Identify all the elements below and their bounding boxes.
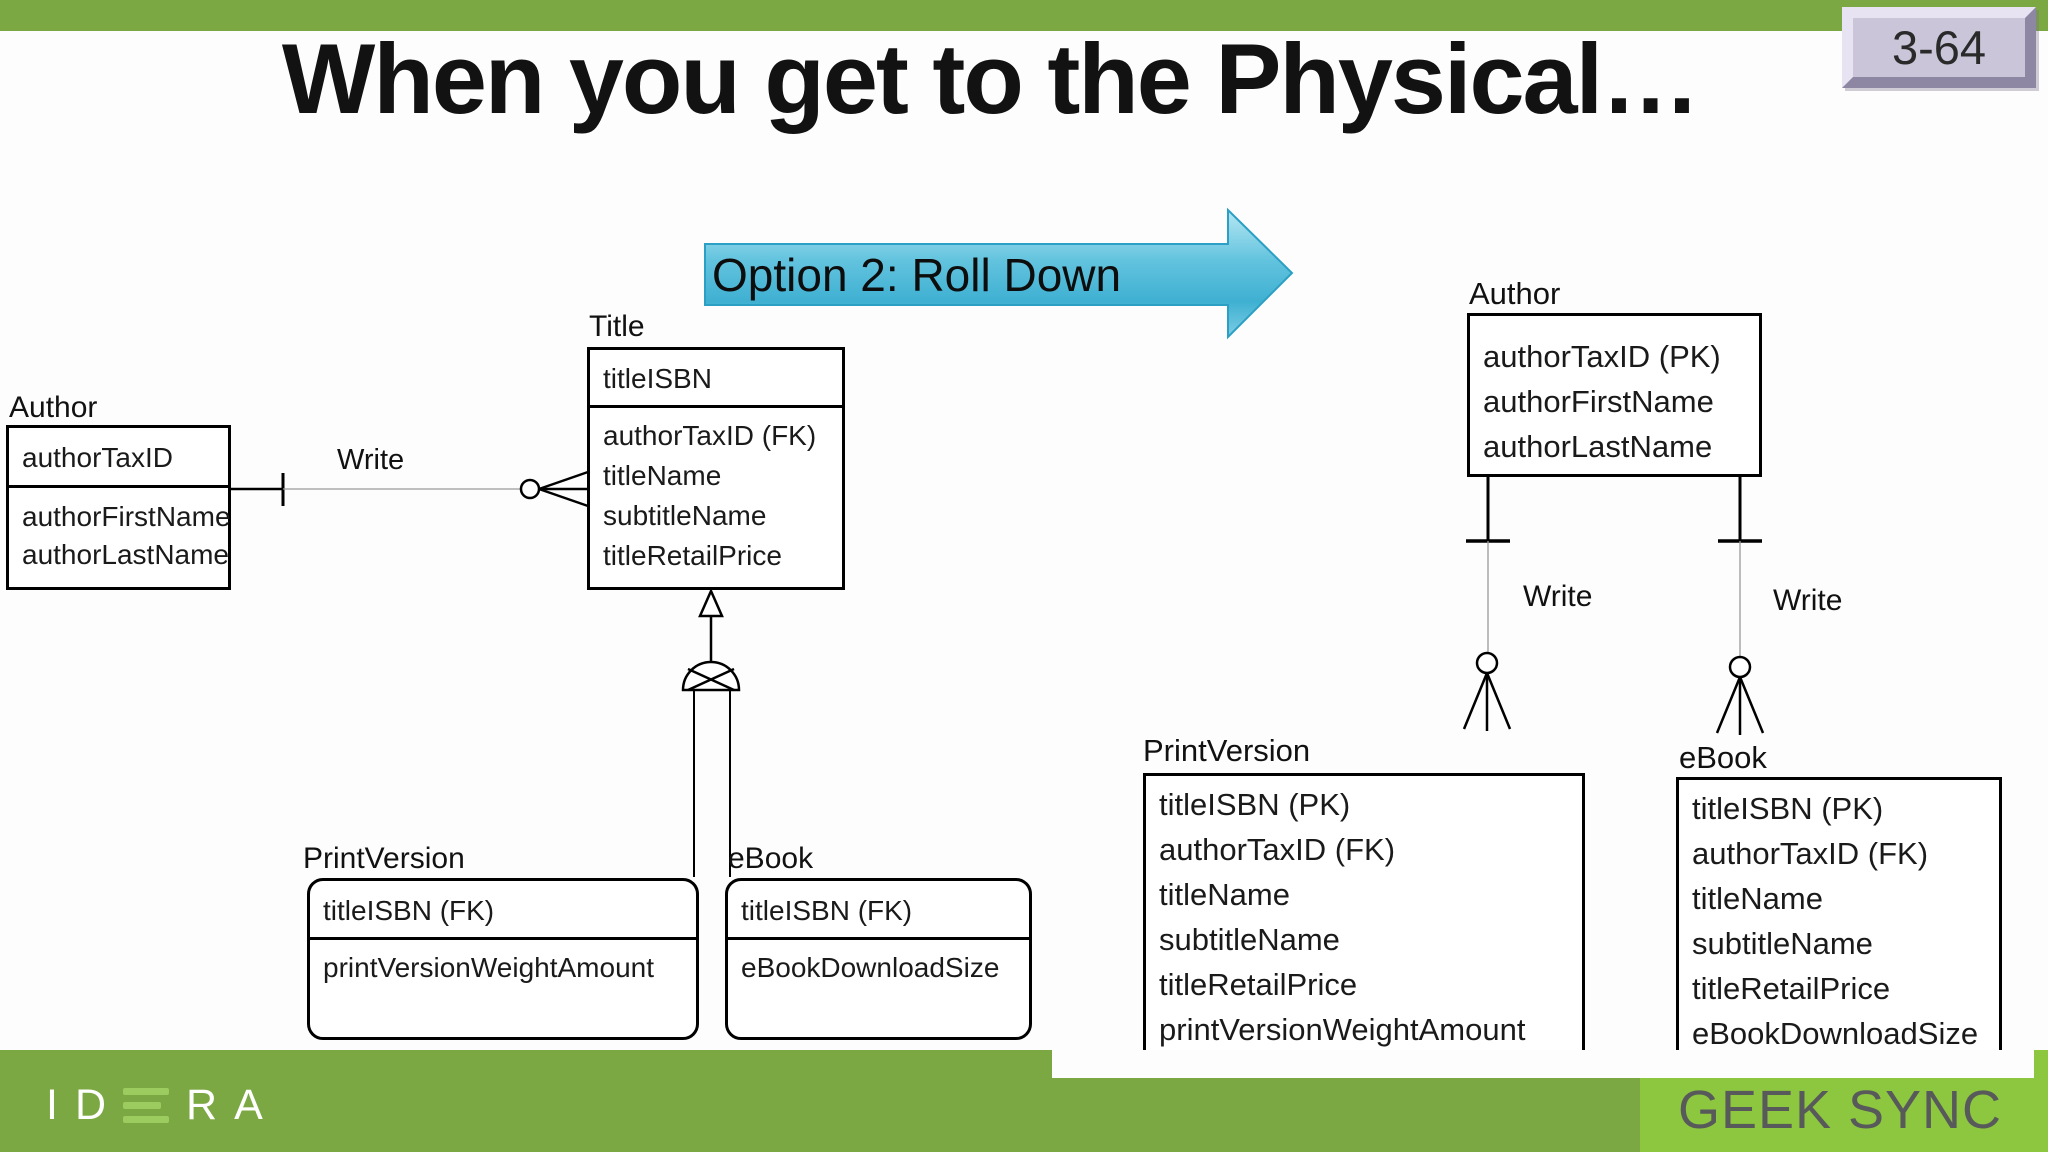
attribute: titleRetailPrice bbox=[1159, 967, 1358, 1002]
entity-title: titleISBN authorTaxID (FK) titleName sub… bbox=[587, 347, 845, 590]
entity-label-title: Title bbox=[589, 310, 645, 343]
ebook-key-section: titleISBN (FK) bbox=[728, 881, 1029, 940]
entity-ebook-physical: titleISBN (PK) authorTaxID (FK) titleNam… bbox=[1676, 777, 2002, 1075]
idera-letter: D bbox=[74, 1080, 107, 1129]
top-accent-bar bbox=[0, 0, 2048, 31]
entity-author-physical: authorTaxID (PK) authorFirstName authorL… bbox=[1467, 313, 1762, 477]
geek-sync-logo: GEEK SYNC bbox=[1677, 1080, 2003, 1140]
attribute: titleISBN (PK) bbox=[1159, 787, 1351, 822]
idera-letter: R bbox=[186, 1080, 218, 1129]
attribute: authorLastName bbox=[1483, 429, 1713, 464]
author-key-section: authorTaxID bbox=[9, 428, 228, 488]
ebook-attr-section: eBookDownloadSize bbox=[728, 940, 1029, 988]
entity-ebook: titleISBN (FK) eBookDownloadSize bbox=[725, 878, 1032, 1040]
attribute: authorTaxID (PK) bbox=[1483, 339, 1721, 374]
printversion-attr-section: printVersionWeightAmount bbox=[310, 940, 696, 988]
entity-label-ebook: eBook bbox=[728, 842, 814, 875]
author-attr-section: authorFirstName authorLastName bbox=[9, 488, 231, 574]
attribute: authorLastName bbox=[22, 539, 230, 570]
attribute: titleName bbox=[1692, 881, 1823, 916]
ebook-physical-attrs: titleISBN (PK) authorTaxID (FK) titleNam… bbox=[1679, 780, 1999, 1056]
idera-letter: A bbox=[234, 1080, 263, 1129]
entity-printversion-physical: titleISBN (PK) authorTaxID (FK) titleNam… bbox=[1143, 773, 1585, 1078]
relationship-label-write-right: Write bbox=[1773, 584, 1843, 617]
banner-label: Option 2: Roll Down bbox=[712, 249, 1122, 301]
attribute: authorFirstName bbox=[22, 501, 231, 532]
title-attr-section: authorTaxID (FK) titleName subtitleName … bbox=[590, 408, 842, 576]
entity-author: authorTaxID authorFirstName authorLastNa… bbox=[6, 425, 231, 590]
attribute: authorFirstName bbox=[1483, 384, 1714, 419]
right-write-right-line bbox=[1715, 477, 1765, 735]
attribute: printVersionWeightAmount bbox=[323, 952, 654, 983]
slide-number: 3-64 bbox=[1891, 21, 1987, 74]
attribute: titleName bbox=[1159, 877, 1290, 912]
footer-white-notch bbox=[1052, 1050, 2034, 1078]
right-write-left-line bbox=[1462, 477, 1512, 731]
attribute: titleRetailPrice bbox=[1692, 971, 1891, 1006]
attribute: authorTaxID (FK) bbox=[1692, 836, 1929, 871]
title-key-section: titleISBN bbox=[590, 350, 842, 408]
attribute: authorTaxID bbox=[22, 442, 173, 473]
attribute: subtitleName bbox=[1692, 926, 1873, 961]
attribute: eBookDownloadSize bbox=[741, 952, 1000, 983]
attribute: printVersionWeightAmount bbox=[1159, 1012, 1526, 1047]
relationship-label-write-left: Write bbox=[1523, 580, 1593, 613]
geek-sync-block-corner bbox=[2034, 1050, 2048, 1078]
relationship-label-write: Write bbox=[337, 444, 405, 476]
entity-label-printversion: PrintVersion bbox=[303, 842, 465, 875]
attribute: subtitleName bbox=[1159, 922, 1340, 957]
idera-logo: I D R A bbox=[46, 1081, 280, 1129]
idera-letter: I bbox=[46, 1080, 58, 1129]
subtype-connector bbox=[681, 587, 741, 877]
page-title: When you get to the Physical… bbox=[281, 23, 1700, 134]
geek-sync-block bbox=[1640, 1078, 2048, 1152]
entity-label-author: Author bbox=[9, 391, 98, 424]
entity-printversion: titleISBN (FK) printVersionWeightAmount bbox=[307, 878, 699, 1040]
banner-arrow bbox=[704, 207, 1294, 340]
attribute: titleISBN bbox=[603, 363, 712, 394]
printversion-key-section: titleISBN (FK) bbox=[310, 881, 696, 940]
slide-number-badge: 3-64 bbox=[1842, 7, 2036, 88]
attribute: subtitleName bbox=[603, 500, 767, 531]
attribute: titleISBN (PK) bbox=[1692, 791, 1884, 826]
entity-label-author-physical: Author bbox=[1469, 276, 1561, 311]
printversion-physical-attrs: titleISBN (PK) authorTaxID (FK) titleNam… bbox=[1146, 776, 1582, 1052]
attribute: titleISBN (FK) bbox=[741, 895, 913, 926]
entity-label-printversion-physical: PrintVersion bbox=[1143, 733, 1311, 768]
attribute: titleRetailPrice bbox=[603, 540, 782, 571]
author-physical-attrs: authorTaxID (PK) authorFirstName authorL… bbox=[1470, 316, 1759, 469]
attribute: eBookDownloadSize bbox=[1692, 1016, 1979, 1051]
attribute: titleName bbox=[603, 460, 722, 491]
left-write-relationship-line bbox=[231, 470, 589, 508]
attribute: titleISBN (FK) bbox=[323, 895, 495, 926]
attribute: authorTaxID (FK) bbox=[1159, 832, 1396, 867]
idera-e-bars-icon bbox=[123, 1087, 170, 1123]
attribute: authorTaxID (FK) bbox=[603, 420, 817, 451]
entity-label-ebook-physical: eBook bbox=[1679, 740, 1767, 775]
